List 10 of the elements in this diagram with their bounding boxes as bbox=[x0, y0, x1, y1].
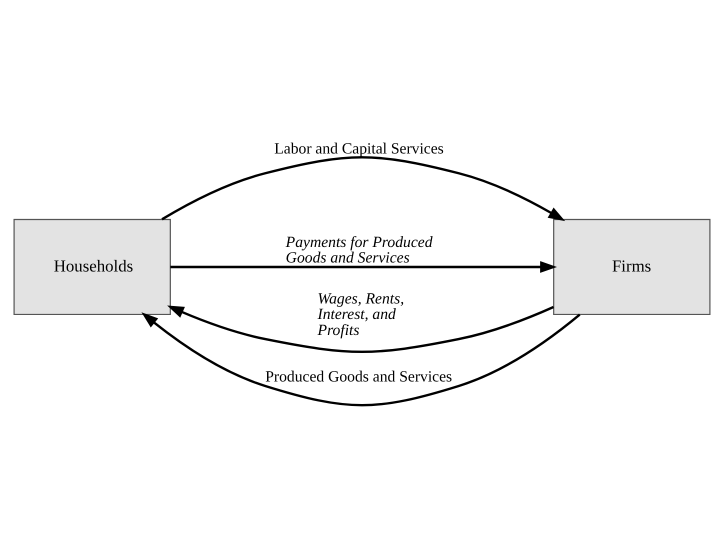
arrow bbox=[167, 306, 554, 354]
edge-label: Payments for Produced Goods and Services bbox=[286, 234, 432, 267]
node-box: Firms bbox=[553, 218, 710, 316]
arrow bbox=[170, 261, 557, 273]
arrow bbox=[161, 156, 566, 222]
arrow bbox=[141, 312, 581, 406]
edge-label: Labor and Capital Services bbox=[274, 140, 444, 158]
edge-label: Produced Goods and Services bbox=[265, 368, 452, 386]
node-box: Households bbox=[14, 218, 171, 316]
edge-label: Wages, Rents, Interest, and Profits bbox=[318, 290, 404, 339]
